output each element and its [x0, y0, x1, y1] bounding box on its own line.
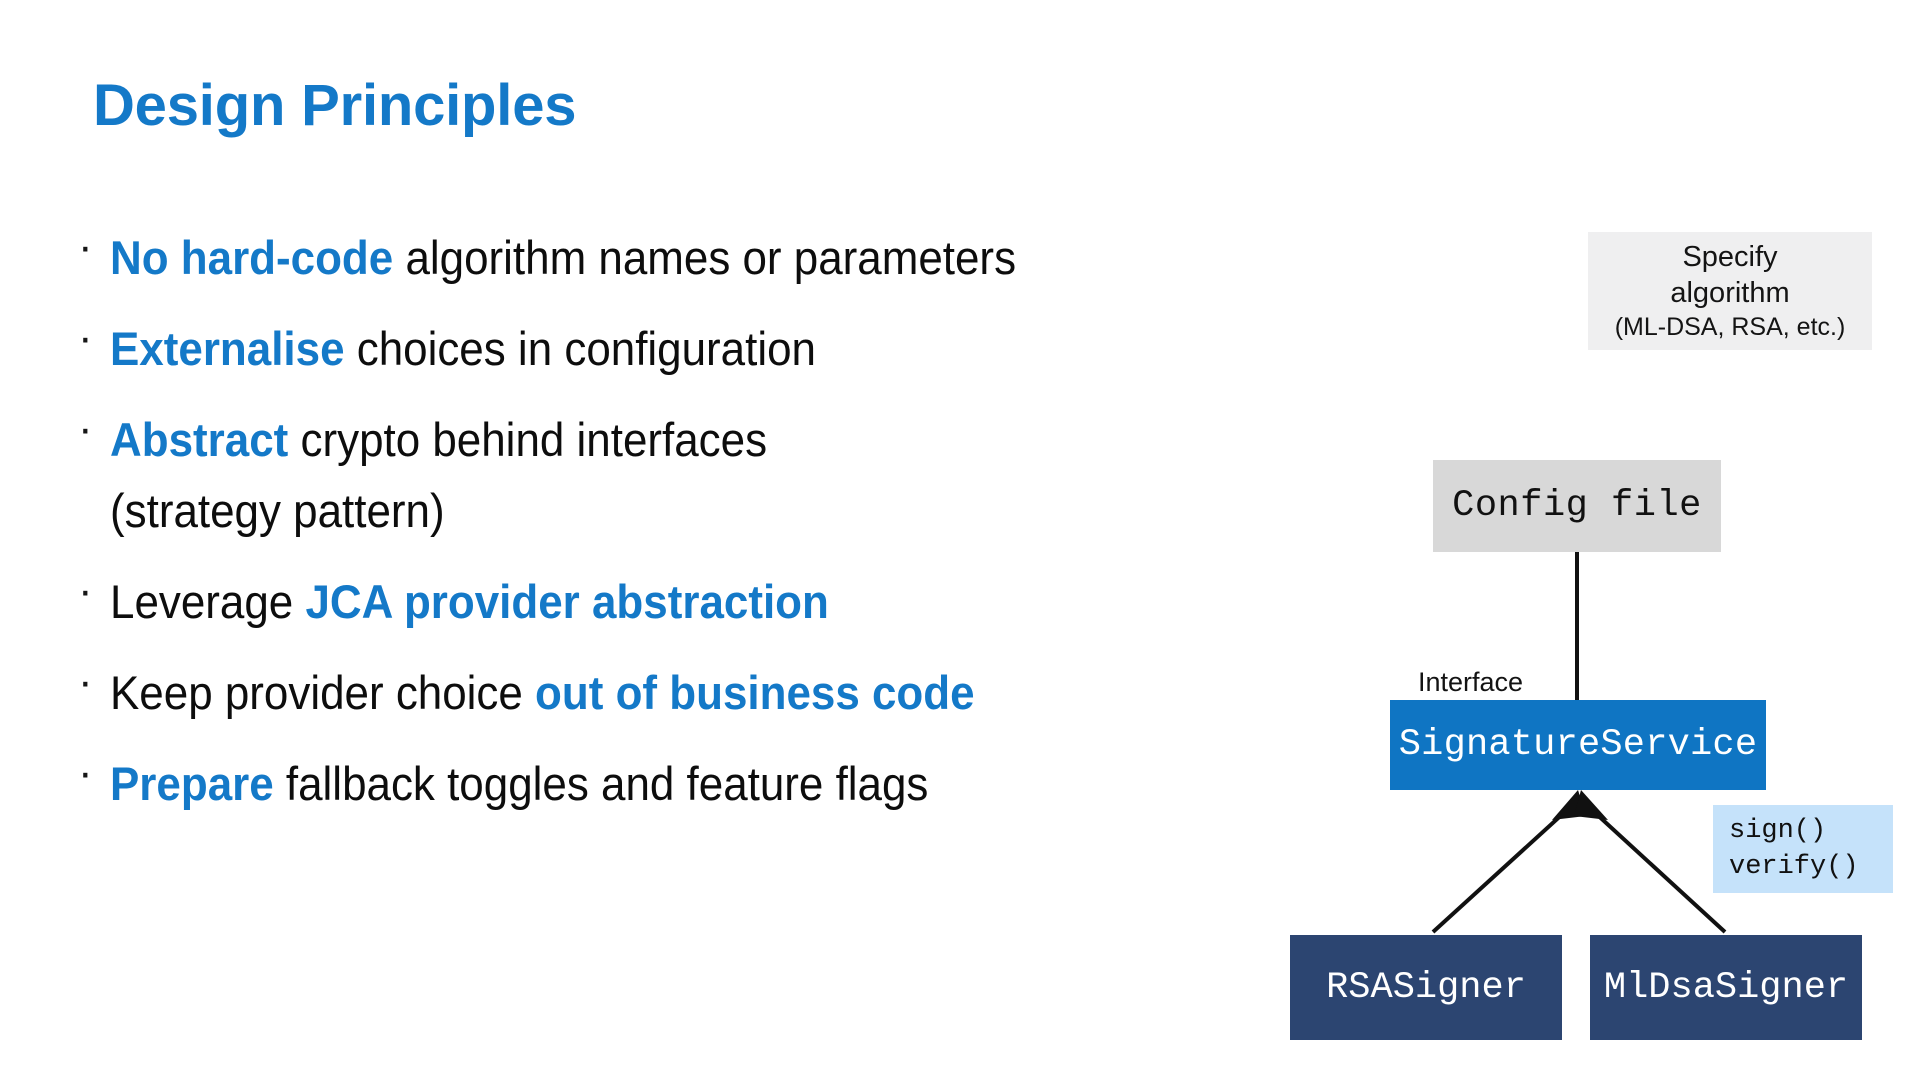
bullet-emphasis: No hard-code — [110, 231, 394, 284]
list-item: · Prepare fallback toggles and feature f… — [74, 748, 1364, 819]
bullet-plain: Leverage — [110, 575, 306, 628]
rsasigner-to-service-line — [1431, 808, 1569, 934]
bullet-emphasis: Externalise — [110, 322, 345, 375]
bullet-marker: · — [78, 404, 93, 453]
bullet-marker: · — [78, 222, 93, 271]
note-sign-verify: sign() verify() — [1713, 805, 1893, 893]
bullet-text: Abstract crypto behind interfaces (strat… — [110, 404, 1282, 546]
note-specify-line1: Specify — [1682, 241, 1778, 273]
bullet-text: No hard-code algorithm names or paramete… — [110, 222, 1282, 293]
architecture-diagram: Specify algorithm (ML-DSA, RSA, etc.) Co… — [1270, 220, 1910, 1060]
node-config-file-label: Config file — [1452, 485, 1702, 527]
bullet-plain: crypto behind interfaces (strategy patte… — [110, 413, 768, 537]
node-mldsa-signer: MlDsaSigner — [1590, 935, 1862, 1040]
bullet-text: Leverage JCA provider abstraction — [110, 566, 1282, 637]
mldsasigner-to-service-line — [1590, 808, 1727, 934]
note-specify-algorithm: Specify algorithm (ML-DSA, RSA, etc.) — [1588, 232, 1872, 350]
bullet-emphasis: Prepare — [110, 757, 274, 810]
page-title: Design Principles — [93, 73, 577, 138]
note-sign-line: sign() — [1729, 816, 1827, 846]
bullet-plain: algorithm names or parameters — [393, 231, 1017, 284]
bullet-text: Externalise choices in configuration — [110, 313, 1282, 384]
node-config-file: Config file — [1433, 460, 1721, 552]
bullet-marker: · — [78, 566, 93, 615]
node-mldsa-signer-label: MlDsaSigner — [1603, 966, 1849, 1009]
list-item: · Leverage JCA provider abstraction — [74, 566, 1364, 637]
bullet-plain: fallback toggles and feature flags — [273, 757, 929, 810]
bullet-text: Prepare fallback toggles and feature fla… — [110, 748, 1282, 819]
bullet-emphasis: out of business code — [535, 666, 975, 719]
node-signature-service: SignatureService — [1390, 700, 1766, 790]
bullet-plain: choices in configuration — [344, 322, 816, 375]
node-rsa-signer-label: RSASigner — [1326, 966, 1526, 1009]
mldsasigner-arrowhead — [1574, 790, 1608, 820]
bullet-marker: · — [78, 657, 93, 706]
note-specify-line2: algorithm — [1670, 277, 1790, 309]
node-rsa-signer: RSASigner — [1290, 935, 1562, 1040]
list-item: · Abstract crypto behind interfaces (str… — [74, 404, 1364, 546]
bullet-emphasis: Abstract — [110, 413, 289, 466]
node-signature-service-label: SignatureService — [1398, 724, 1758, 766]
diagram-connectors — [1431, 552, 1727, 934]
list-item: · No hard-code algorithm names or parame… — [74, 222, 1364, 293]
bullet-marker: · — [78, 748, 93, 797]
bullet-emphasis: JCA provider abstraction — [305, 575, 829, 628]
label-interface: Interface — [1418, 667, 1524, 697]
bullet-plain: Keep provider choice — [110, 666, 536, 719]
bullet-marker: · — [78, 313, 93, 362]
list-item: · Externalise choices in configuration — [74, 313, 1364, 384]
note-verify-line: verify() — [1729, 852, 1859, 882]
note-specify-line3: (ML-DSA, RSA, etc.) — [1614, 313, 1846, 341]
list-item: · Keep provider choice out of business c… — [74, 657, 1364, 728]
bullet-text: Keep provider choice out of business cod… — [110, 657, 1282, 728]
bullet-list: · No hard-code algorithm names or parame… — [74, 222, 1364, 839]
